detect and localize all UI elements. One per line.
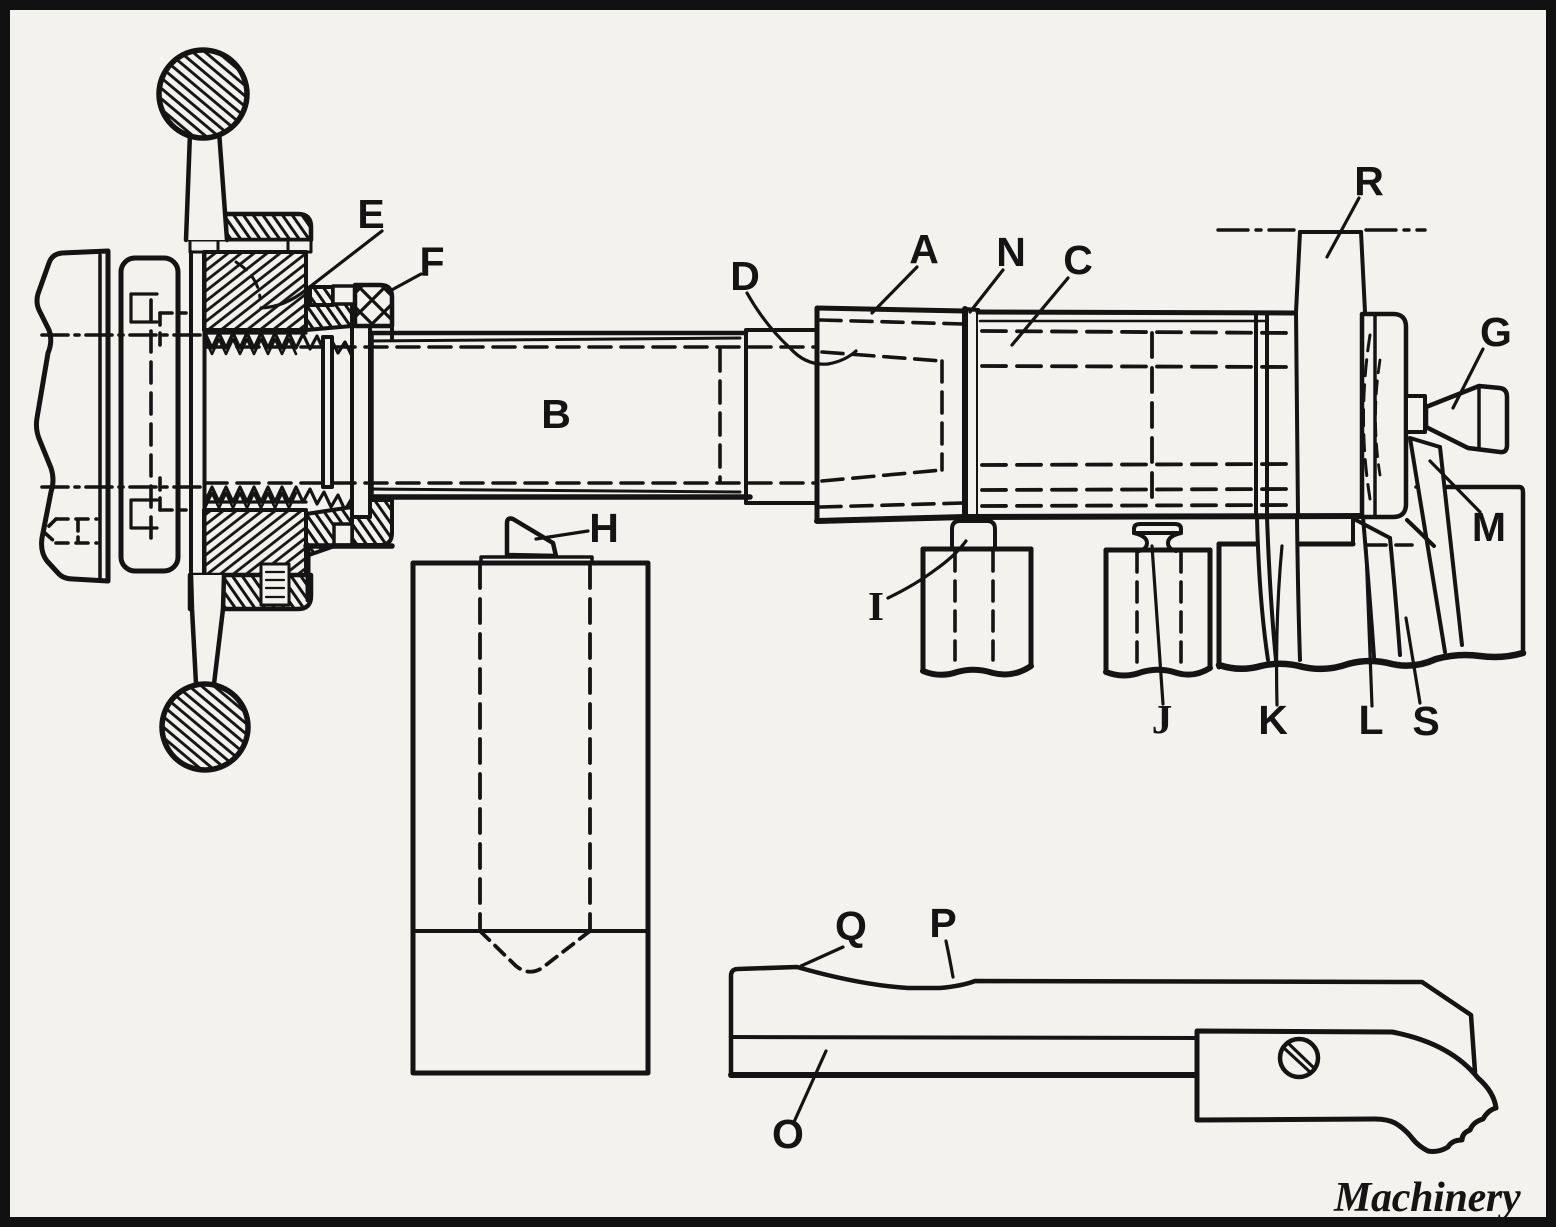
svg-text:E: E (357, 191, 384, 237)
svg-text:A: A (909, 226, 939, 272)
svg-text:P: P (929, 900, 956, 946)
svg-text:B: B (541, 391, 571, 437)
svg-text:G: G (1480, 309, 1512, 355)
svg-text:F: F (419, 239, 444, 285)
svg-text:R: R (1354, 158, 1384, 204)
svg-text:O: O (772, 1111, 804, 1157)
svg-text:L: L (1358, 697, 1383, 743)
svg-text:N: N (996, 229, 1026, 275)
svg-text:C: C (1063, 237, 1093, 283)
svg-text:D: D (730, 253, 760, 299)
svg-text:Q: Q (835, 903, 867, 949)
svg-text:I: I (868, 583, 884, 629)
svg-text:K: K (1258, 697, 1288, 743)
svg-text:Machinery: Machinery (1333, 1175, 1521, 1221)
svg-text:J: J (1152, 696, 1173, 742)
svg-text:M: M (1472, 504, 1506, 550)
svg-text:H: H (589, 505, 619, 551)
svg-text:S: S (1412, 698, 1439, 744)
